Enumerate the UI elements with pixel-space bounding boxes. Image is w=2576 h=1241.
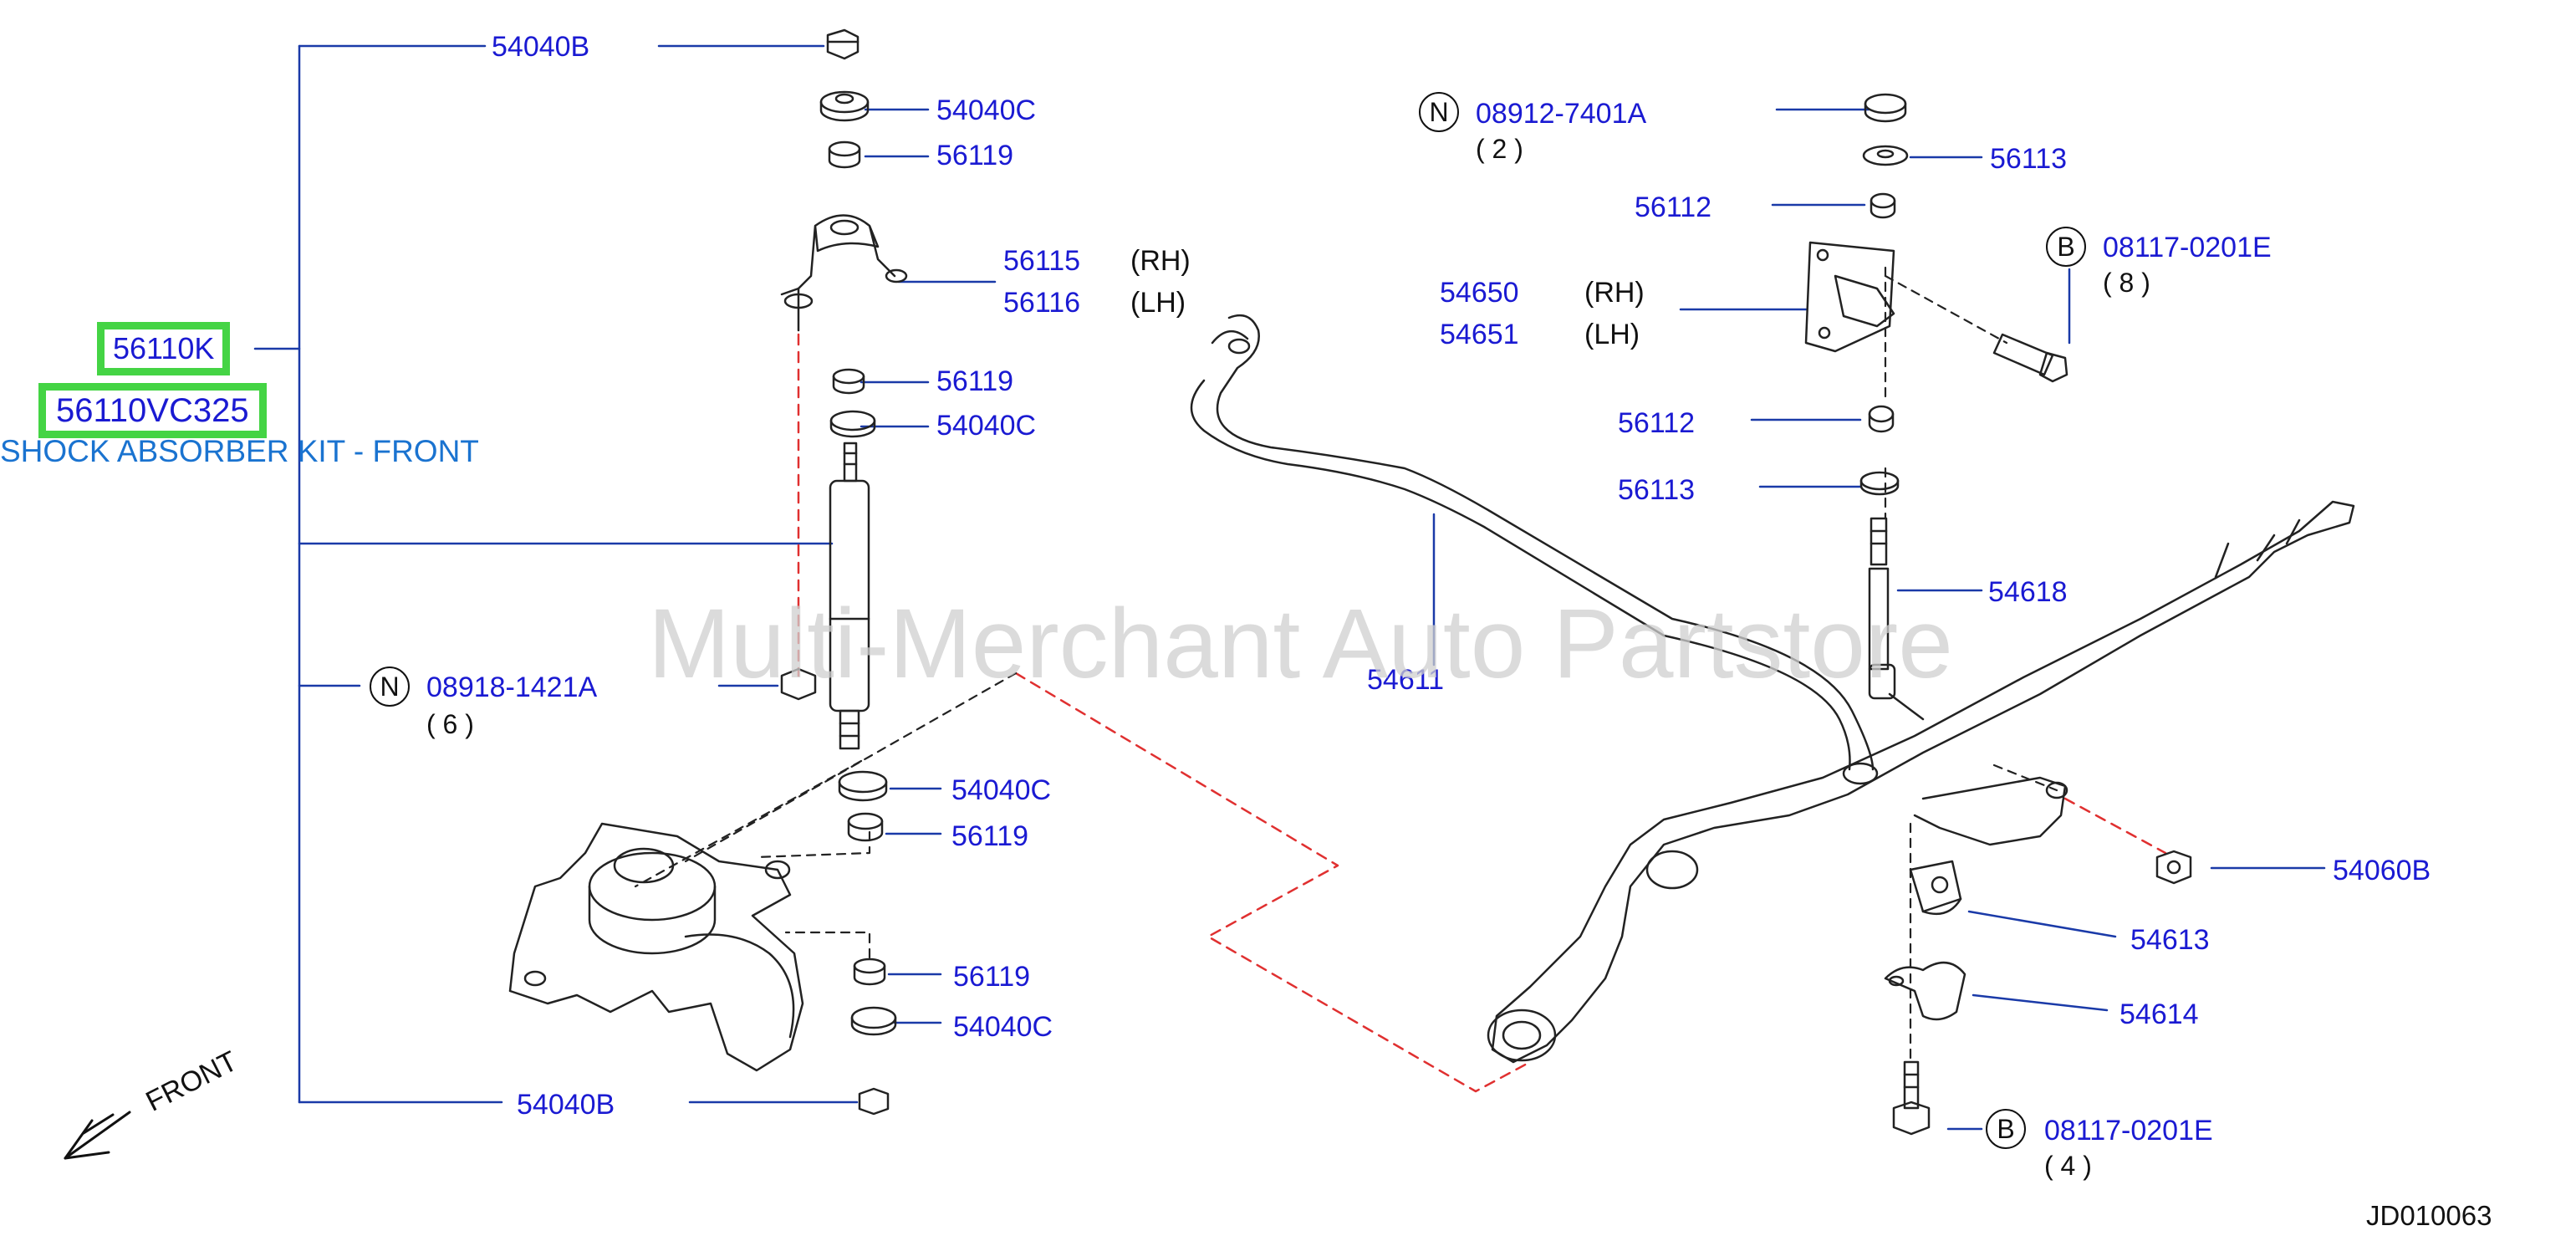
callout-08117-0201e-a[interactable]: 08117-0201E — [2103, 232, 2272, 263]
lower-control-arm — [1487, 500, 2355, 1064]
callout-08912-qty: ( 2 ) — [1476, 134, 1523, 164]
kit-description: SHOCK ABSORBER KIT - FRONT — [0, 434, 479, 468]
prefix-n-badge: N — [370, 666, 410, 707]
callout-54650[interactable]: 54650 — [1440, 277, 1519, 309]
callout-54040c-4[interactable]: 54040C — [953, 1011, 1053, 1043]
callout-54618[interactable]: 54618 — [1988, 576, 2068, 608]
lower-mount — [508, 822, 804, 1072]
callout-08117-a-qty: ( 8 ) — [2103, 268, 2150, 298]
callout-08918-1421a[interactable]: 08918-1421A — [426, 672, 598, 703]
callout-54611[interactable]: 54611 — [1367, 664, 1445, 696]
callout-56119-2[interactable]: 56119 — [936, 365, 1014, 397]
diagram-reference-code: JD010063 — [2366, 1200, 2492, 1231]
callout-54040c-2[interactable]: 54040C — [936, 410, 1037, 442]
callout-54613[interactable]: 54613 — [2130, 924, 2210, 956]
callout-54651[interactable]: 54651 — [1440, 319, 1519, 350]
callout-56116-side: (LH) — [1130, 287, 1186, 319]
left-hardware — [780, 28, 908, 1116]
front-arrow-icon — [64, 1111, 131, 1160]
callout-56119-1[interactable]: 56119 — [936, 140, 1014, 171]
kit-part-number-badge[interactable]: 56110VC325 — [38, 383, 267, 438]
callout-56119-4[interactable]: 56119 — [953, 961, 1031, 993]
callout-08117-0201e-b[interactable]: 08117-0201E — [2044, 1115, 2213, 1147]
kit-code-badge[interactable]: 56110K — [97, 322, 231, 375]
leader-lines-right — [1432, 108, 2326, 1131]
prefix-b-badge: B — [1986, 1109, 2026, 1149]
callout-54650-side: (RH) — [1584, 277, 1645, 309]
callout-54040b-bottom[interactable]: 54040B — [517, 1089, 615, 1121]
callout-08912-7401a[interactable]: 08912-7401A — [1476, 98, 1647, 130]
callout-54614[interactable]: 54614 — [2119, 998, 2199, 1030]
callout-54040c-1[interactable]: 54040C — [936, 94, 1037, 126]
callout-56112-2[interactable]: 56112 — [1618, 407, 1696, 439]
callout-56119-3[interactable]: 56119 — [951, 820, 1029, 852]
callout-54040b-top[interactable]: 54040B — [492, 31, 590, 63]
callout-54060b[interactable]: 54060B — [2333, 855, 2431, 886]
right-hardware — [1804, 93, 2192, 1136]
callout-56116[interactable]: 56116 — [1003, 287, 1081, 319]
leader-lines-left — [657, 44, 997, 1104]
hidden-alignment-lines — [797, 333, 2167, 1093]
prefix-n-badge: N — [1419, 92, 1459, 132]
callout-56115-side: (RH) — [1130, 245, 1191, 277]
callout-08117-b-qty: ( 4 ) — [2044, 1151, 2092, 1181]
callout-54040c-3[interactable]: 54040C — [951, 774, 1052, 806]
callout-08918-qty: ( 6 ) — [426, 709, 474, 739]
watermark: Multi-Merchant Auto Partstore — [648, 589, 1953, 699]
callout-54651-side: (LH) — [1584, 319, 1640, 350]
callout-56113-2[interactable]: 56113 — [1618, 474, 1696, 506]
kit-bracket-lines — [253, 44, 834, 1104]
callout-56112-1[interactable]: 56112 — [1635, 192, 1712, 223]
prefix-b-badge: B — [2046, 227, 2086, 267]
stabilizer-bar — [1190, 314, 1879, 785]
callout-56115[interactable]: 56115 — [1003, 245, 1081, 277]
callout-56113-1[interactable]: 56113 — [1990, 143, 2068, 175]
